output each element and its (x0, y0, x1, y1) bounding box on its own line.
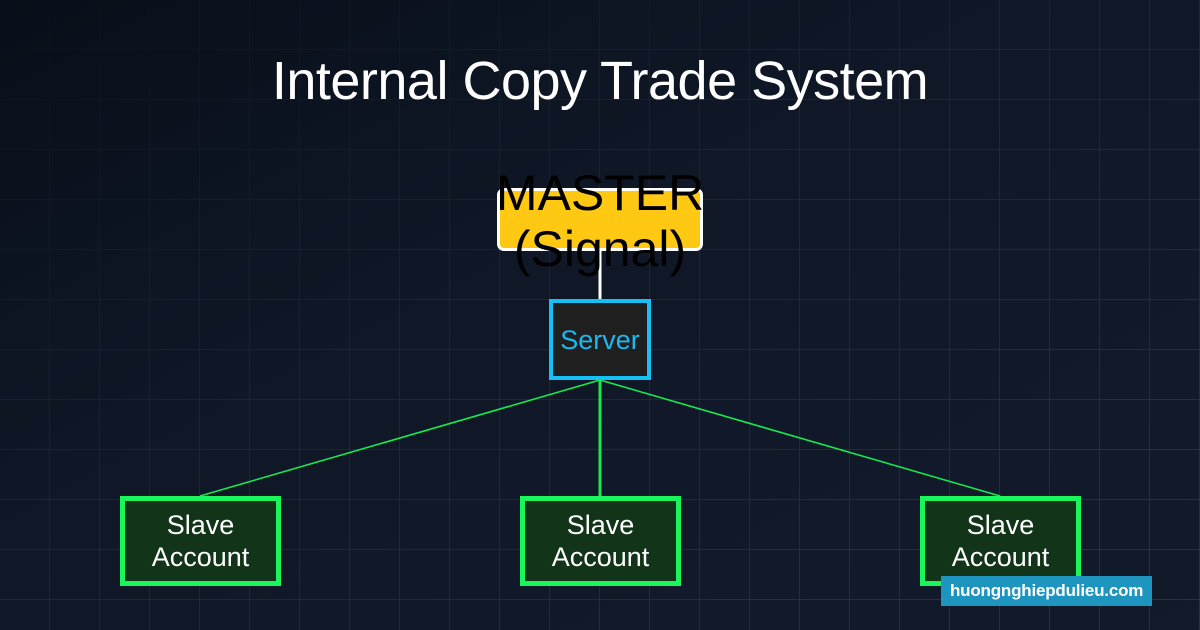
edge-server-to-slave-right (599, 379, 1001, 497)
site-watermark-text: huongnghiepdulieu.com (950, 581, 1144, 600)
site-watermark: huongnghiepdulieu.com (941, 576, 1153, 606)
slave-left-label-line1: Slave (166, 510, 235, 540)
slave-center-label-line2: Account (551, 542, 650, 572)
slave-right-label-line1: Slave (966, 510, 1035, 540)
master-node-label: MASTER(Signal) (496, 165, 704, 277)
slave-center-label-line1: Slave (566, 510, 635, 540)
slave-right-label-line2: Account (951, 542, 1050, 572)
page-title: Internal Copy Trade System (271, 51, 929, 111)
server-node-label: Server (560, 324, 640, 355)
master-node[interactable]: MASTER(Signal) (496, 165, 704, 277)
server-node[interactable]: Server (549, 299, 651, 380)
edge-server-to-slave-left (199, 379, 601, 497)
slave-left-label-line2: Account (151, 542, 250, 572)
master-node-label-line1: MASTER (495, 164, 705, 221)
master-node-label-line2: (Signal) (513, 220, 687, 277)
